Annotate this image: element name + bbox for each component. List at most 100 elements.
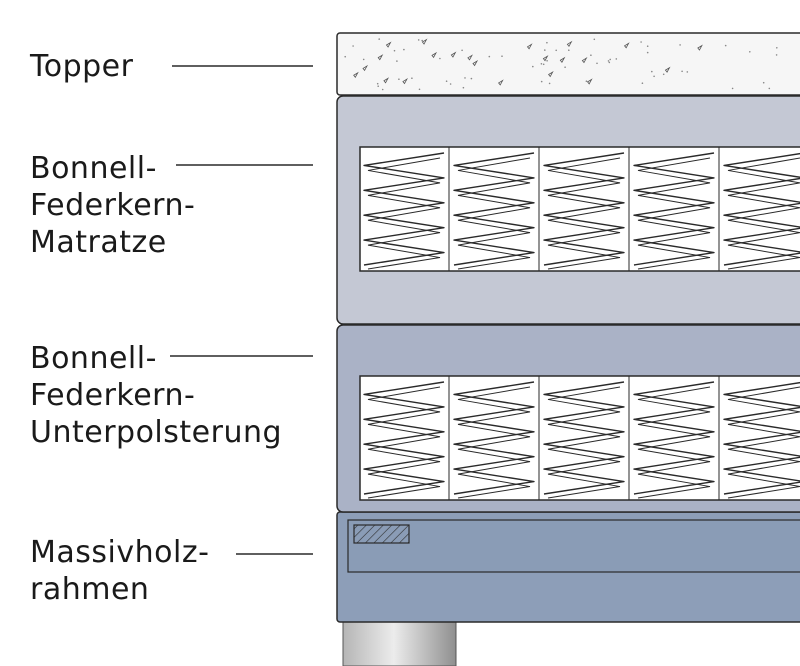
foam-dot — [564, 66, 566, 68]
label-matratze-line-2: Federkern- — [30, 188, 196, 223]
label-unterpolsterung-line-2: Federkern- — [30, 378, 196, 413]
label-topper: Topper — [30, 48, 133, 85]
spring-coil — [363, 381, 445, 495]
bed-leg — [342, 619, 457, 666]
foam-dot — [646, 51, 649, 54]
foam-particle — [581, 57, 588, 64]
foam-particle — [559, 56, 566, 63]
topper-layer — [336, 32, 800, 96]
foam-dot — [501, 55, 503, 57]
foam-dot — [568, 49, 570, 51]
foam-particle — [383, 77, 390, 84]
foam-dot — [362, 58, 365, 61]
spring-coil — [723, 381, 800, 495]
label-unterpolsterung-line-1: Bonnell- — [30, 341, 157, 376]
wood-grain-hatch — [353, 524, 410, 544]
foam-dot — [540, 80, 543, 83]
foam-dot — [548, 82, 551, 85]
foam-particle — [623, 42, 630, 49]
spring-coil-inner — [367, 157, 441, 270]
foam-dot — [398, 78, 400, 80]
foam-dot — [596, 62, 598, 65]
foam-particle — [421, 38, 428, 45]
label-rahmen-line-1: Massivholz- — [30, 535, 210, 570]
spring-underlay — [336, 324, 800, 513]
spring-coil — [633, 381, 715, 495]
foam-dot — [679, 44, 681, 46]
foam-particle — [353, 71, 359, 78]
foam-dot — [593, 38, 596, 41]
foam-particle — [548, 71, 554, 78]
foam-particle — [566, 40, 573, 48]
foam-dot — [544, 49, 546, 51]
foam-dot — [641, 82, 644, 84]
foam-dot — [540, 63, 543, 65]
foam-particle — [664, 66, 671, 73]
foam-dot — [378, 38, 381, 40]
foam-particle — [402, 78, 408, 85]
foam-particle — [526, 43, 533, 50]
label-unterpolsterung: Bonnell- Federkern- Unterpolsterung — [30, 340, 282, 451]
foam-dot — [724, 44, 727, 47]
foam-particle — [498, 79, 504, 86]
foam-dot — [421, 39, 424, 42]
label-rahmen-line-2: rahmen — [30, 572, 150, 607]
foam-particle — [362, 64, 369, 72]
foam-particle — [472, 59, 479, 67]
spring-coil-inner — [547, 386, 621, 499]
foam-particle — [467, 54, 473, 61]
wood-frame — [336, 511, 800, 623]
foam-dot — [418, 88, 421, 91]
foam-dot — [681, 70, 683, 73]
foam-dot — [532, 65, 534, 68]
foam-dot — [417, 39, 420, 41]
foam-dot — [662, 73, 665, 76]
foam-particle — [542, 55, 549, 62]
foam-dot — [653, 75, 655, 78]
foam-dot — [609, 58, 611, 61]
foam-dot — [762, 81, 765, 84]
foam-dot — [640, 41, 642, 43]
foam-dot — [352, 45, 354, 47]
foam-texture — [344, 38, 778, 91]
spring-coil-inner — [727, 386, 800, 499]
label-matratze-line-3: Matratze — [30, 225, 167, 260]
spring-coil-inner — [547, 157, 621, 270]
foam-dot — [344, 55, 347, 58]
foam-particle — [377, 54, 384, 61]
foam-dot — [464, 77, 466, 79]
spring-coil — [453, 381, 535, 495]
spring-coils-underlay — [363, 376, 800, 500]
spring-coil-inner — [367, 386, 441, 499]
foam-dot — [546, 41, 548, 44]
foam-dot — [445, 80, 448, 82]
foam-dot — [546, 60, 548, 62]
spring-coil — [543, 381, 625, 495]
foam-dot — [749, 51, 751, 53]
foam-dot — [768, 87, 771, 90]
spring-mattress — [336, 95, 800, 325]
foam-dot — [731, 87, 734, 90]
spring-coil — [633, 152, 715, 266]
spring-coil-inner — [727, 157, 800, 270]
foam-dot — [439, 57, 441, 60]
foam-dot — [461, 49, 463, 52]
foam-dot — [462, 86, 465, 89]
spring-coils-mattress — [363, 147, 800, 271]
foam-dot — [396, 60, 398, 62]
spring-coil-inner — [637, 386, 711, 499]
foam-dot — [608, 61, 611, 64]
label-unterpolsterung-line-3: Unterpolsterung — [30, 415, 283, 450]
foam-dot — [488, 55, 491, 58]
foam-dot — [411, 77, 413, 79]
foam-dot — [555, 49, 557, 52]
spring-coil — [723, 152, 800, 266]
foam-dot — [381, 88, 384, 91]
foam-particle — [431, 51, 438, 59]
spring-coil — [543, 152, 625, 266]
foam-dot — [615, 58, 618, 60]
label-matratze: Bonnell- Federkern- Matratze — [30, 150, 195, 261]
foam-dot — [403, 48, 405, 51]
foam-dot — [646, 45, 649, 47]
